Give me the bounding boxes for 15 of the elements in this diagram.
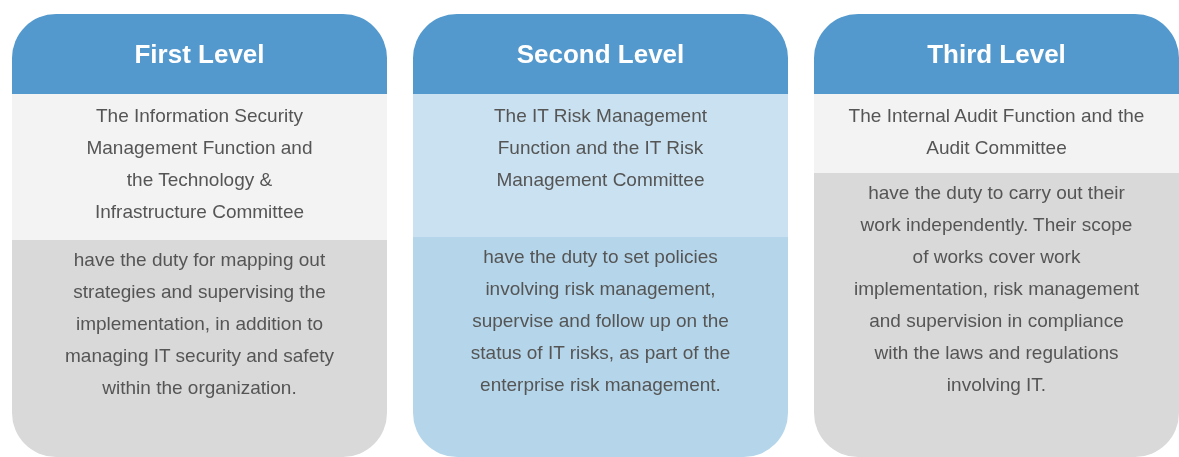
duty-text: have the duty for mapping out strategies and supervising the implementation, in addition to managing IT security and safety within the organization. bbox=[64, 248, 335, 400]
function-text: The Information Security Management Function and the Technology & Infrastructure Committee bbox=[85, 104, 314, 224]
duty-panel bbox=[814, 173, 1179, 457]
duty-text: have the duty to set policies involving risk management, supervise and follow up on the status of IT risks, as part of the enterprise risk management. bbox=[469, 245, 732, 397]
function-text: The Internal Audit Function and the Audit Committee bbox=[847, 104, 1146, 160]
duty-text: have the duty to carry out their work independently. Their scope of works cover work implementation, risk management and supervision in compliance with the laws and regulations involving IT. bbox=[852, 181, 1141, 397]
duty-panel bbox=[12, 240, 387, 457]
function-panel bbox=[413, 94, 788, 237]
level-heading: Third Level bbox=[814, 14, 1179, 94]
function-panel bbox=[12, 94, 387, 240]
level-heading: First Level bbox=[12, 14, 387, 94]
function-text: The IT Risk Management Function and the IT Risk Management Committee bbox=[493, 104, 708, 192]
duty-panel bbox=[413, 237, 788, 457]
function-panel bbox=[814, 94, 1179, 173]
level-heading: Second Level bbox=[413, 14, 788, 94]
